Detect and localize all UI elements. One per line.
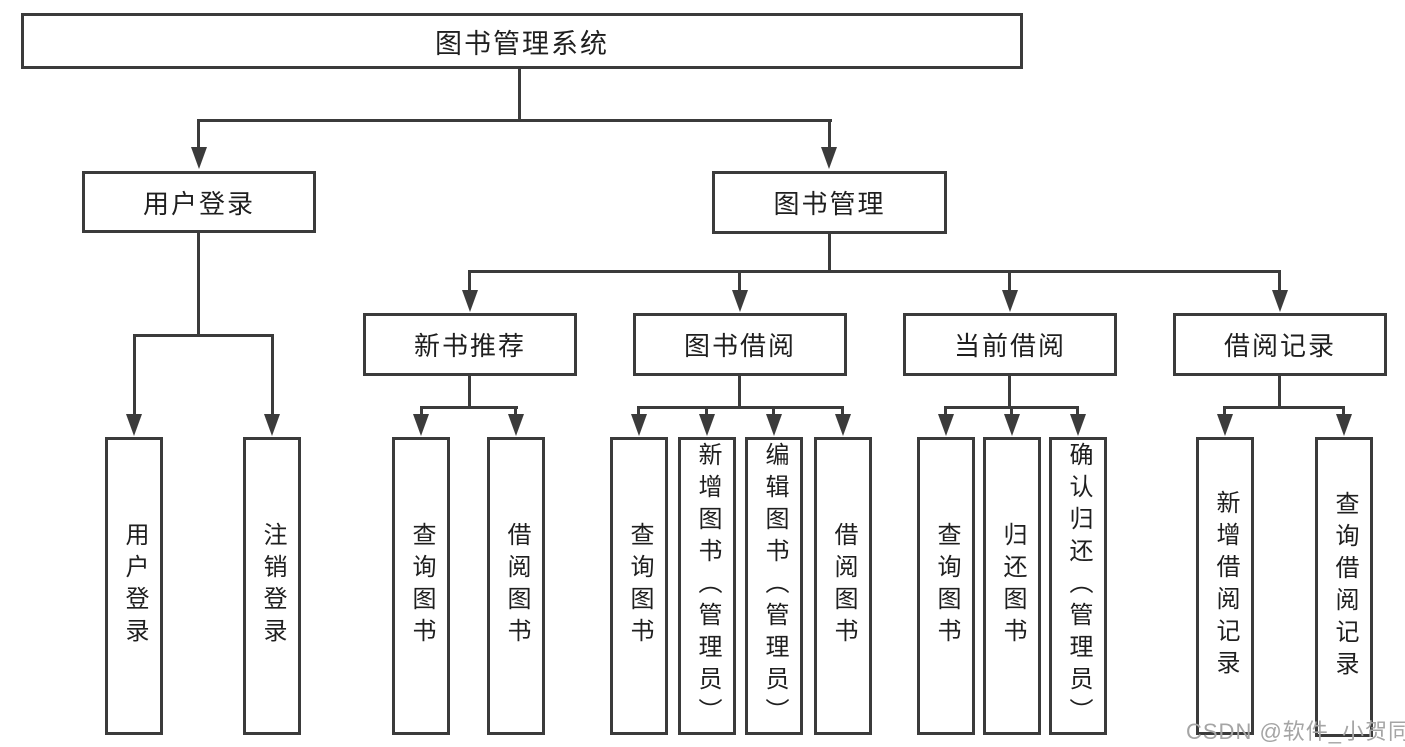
leaf-borrow-books: 借阅图书: [814, 437, 872, 735]
leaf-label: 借阅图书: [830, 522, 857, 650]
connector-bar-book-borrow: [637, 406, 844, 409]
node-label: 图书管理: [773, 189, 886, 219]
arrowhead-down: [732, 290, 748, 312]
node-book-borrow: 图书借阅: [633, 313, 847, 376]
connector-drop: [1076, 406, 1079, 417]
connector-drop: [1008, 270, 1011, 293]
arrowhead-down: [462, 290, 478, 312]
arrowhead-down: [699, 414, 715, 436]
leaf-query-books-recommend: 查询图书: [392, 437, 450, 735]
connector-drop: [637, 406, 640, 417]
connector-stem-user-login: [197, 233, 200, 334]
connector-bar-user-login: [133, 334, 274, 337]
arrowhead-down: [191, 147, 207, 169]
leaf-return-book: 归还图书: [983, 437, 1041, 735]
connector-drop: [828, 119, 831, 149]
leaf-label: 查询图书: [626, 522, 653, 650]
connector-bar-new-book: [420, 406, 518, 409]
arrowhead-down: [1217, 414, 1233, 436]
node-label: 图书管理系统: [435, 28, 609, 59]
connector-stem-book-mgmt: [828, 234, 831, 270]
arrowhead-down: [631, 414, 647, 436]
connector-drop: [772, 406, 775, 417]
connector-drop: [705, 406, 708, 417]
node-label: 借阅记录: [1223, 331, 1336, 361]
leaf-add-borrow-record: 新增借阅记录: [1196, 437, 1254, 735]
connector-drop: [738, 270, 741, 293]
csdn-watermark: CSDN @软件_小贺同学: [1186, 719, 1405, 744]
leaf-label: 归还图书: [999, 522, 1026, 650]
node-system-root: 图书管理系统: [21, 13, 1023, 69]
node-book-management: 图书管理: [712, 171, 947, 234]
leaf-label: 确认归还（管理员）: [1065, 442, 1092, 730]
node-label: 图书借阅: [683, 331, 796, 361]
connector-drop: [1342, 406, 1345, 417]
node-borrow-records: 借阅记录: [1173, 313, 1387, 376]
connector-stem-current-borrow: [1008, 376, 1011, 406]
leaf-label: 用户登录: [121, 522, 148, 650]
connector-drop: [514, 406, 517, 417]
node-label: 用户登录: [142, 188, 255, 219]
leaf-borrow-books-recommend: 借阅图书: [487, 437, 545, 735]
leaf-logout: 注销登录: [243, 437, 301, 735]
leaf-label: 新增借阅记录: [1212, 490, 1239, 682]
leaf-query-borrow-record: 查询借阅记录: [1315, 437, 1373, 737]
connector-drop: [944, 406, 947, 417]
leaf-query-books-current: 查询图书: [917, 437, 975, 735]
arrowhead-down: [1336, 414, 1352, 436]
leaf-label: 查询借阅记录: [1331, 491, 1358, 683]
connector-drop: [197, 119, 200, 149]
connector-drop: [1278, 270, 1281, 293]
leaf-query-books-borrow: 查询图书: [610, 437, 668, 735]
arrowhead-down: [766, 414, 782, 436]
arrowhead-down: [508, 414, 524, 436]
arrowhead-down: [1002, 290, 1018, 312]
leaf-label: 新增图书（管理员）: [694, 442, 721, 730]
arrowhead-down: [126, 414, 142, 436]
node-user-login: 用户登录: [82, 171, 316, 233]
node-current-borrow: 当前借阅: [903, 313, 1117, 376]
connector-drop: [271, 334, 274, 417]
arrowhead-down: [938, 414, 954, 436]
leaf-label: 查询图书: [933, 522, 960, 650]
node-new-book-recommend: 新书推荐: [363, 313, 577, 376]
leaf-edit-book-admin: 编辑图书（管理员）: [745, 437, 803, 735]
node-label: 新书推荐: [413, 331, 526, 361]
connector-drop: [468, 270, 471, 293]
connector-stem-book-borrow: [738, 376, 741, 406]
leaf-add-book-admin: 新增图书（管理员）: [678, 437, 736, 735]
arrowhead-down: [264, 414, 280, 436]
arrowhead-down: [1272, 290, 1288, 312]
connector-stem-root: [518, 69, 521, 119]
connector-bar-borrow-records: [1223, 406, 1345, 409]
leaf-user-login: 用户登录: [105, 437, 163, 735]
leaf-confirm-return-admin: 确认归还（管理员）: [1049, 437, 1107, 735]
connector-drop: [841, 406, 844, 417]
connector-stem-new-book: [468, 376, 471, 406]
node-label: 当前借阅: [953, 331, 1066, 361]
leaf-label: 编辑图书（管理员）: [761, 442, 788, 730]
arrowhead-down: [1004, 414, 1020, 436]
connector-bar-level3: [468, 270, 1281, 273]
connector-drop: [133, 334, 136, 417]
connector-bar-level2: [197, 119, 832, 122]
arrowhead-down: [413, 414, 429, 436]
connector-drop: [1223, 406, 1226, 417]
leaf-label: 注销登录: [259, 522, 286, 650]
leaf-label: 借阅图书: [503, 522, 530, 650]
arrowhead-down: [1070, 414, 1086, 436]
arrowhead-down: [835, 414, 851, 436]
leaf-label: 查询图书: [408, 522, 435, 650]
connector-stem-borrow-records: [1278, 376, 1281, 406]
connector-drop: [1010, 406, 1013, 417]
connector-drop: [420, 406, 423, 417]
arrowhead-down: [821, 147, 837, 169]
